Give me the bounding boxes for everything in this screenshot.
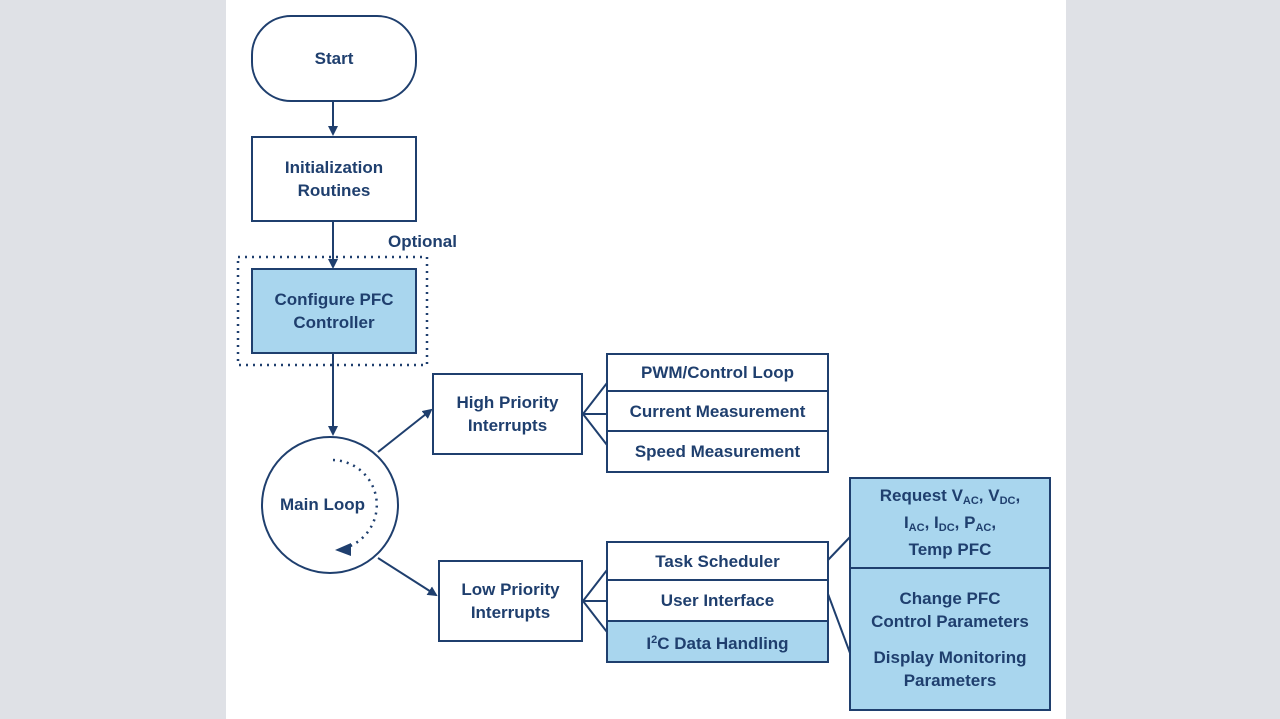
task-label: Current Measurement (629, 401, 806, 421)
link-scheduler-to-request (827, 536, 851, 561)
change-line2: Control Parameters (871, 611, 1029, 631)
optional-label: Optional (388, 232, 457, 251)
request-line1: Request VAC, VDC, (879, 486, 1021, 507)
task-scheduler: Task Scheduler (606, 541, 829, 581)
task-current-measurement: Current Measurement (606, 390, 829, 432)
ui-actions-node: Change PFC Control Parameters Display Mo… (849, 567, 1051, 711)
task-label: PWM/Control Loop (641, 363, 794, 382)
change-line1: Change PFC (899, 588, 1001, 608)
low-priority-node: Low Priority Interrupts (438, 560, 583, 642)
configure-label-line2: Controller (293, 313, 375, 332)
loop-arrowhead-icon (335, 543, 351, 556)
arrow-to-high-priority (377, 408, 433, 453)
start-node: Start (251, 15, 417, 102)
main-loop-circle (261, 436, 399, 574)
arrow-to-low-priority (377, 557, 438, 597)
init-node: Initialization Routines (251, 136, 417, 222)
main-loop-label: Main Loop (280, 495, 365, 514)
request-line2: IAC, IDC, PAC, (903, 513, 997, 534)
link-ui-to-display (827, 593, 851, 654)
high-priority-line1: High Priority (456, 393, 559, 412)
task-speed-measurement: Speed Measurement (606, 430, 829, 473)
task-i2c-data-handling: I2C Data Handling (606, 620, 829, 663)
loop-dotted-arrow (332, 458, 378, 550)
display-line2: Parameters (903, 670, 997, 690)
task-pwm-control-loop: PWM/Control Loop (606, 353, 829, 392)
low-priority-line2: Interrupts (470, 603, 551, 622)
request-measurements-node: Request VAC, VDC, IAC, IDC, PAC, Temp PF… (849, 477, 1051, 569)
init-label-line1: Initialization (284, 158, 384, 177)
configure-pfc-node: Configure PFC Controller (251, 268, 417, 354)
start-label: Start (314, 49, 354, 68)
task-label: Task Scheduler (655, 551, 780, 571)
configure-label-line1: Configure PFC (274, 290, 394, 309)
task-label: I2C Data Handling (646, 633, 789, 653)
task-label: Speed Measurement (634, 442, 801, 461)
request-line3: Temp PFC (908, 540, 992, 559)
task-user-interface: User Interface (606, 579, 829, 622)
optional-dotted-frame (236, 255, 429, 367)
init-label-line2: Routines (297, 181, 371, 200)
display-line1: Display Monitoring (873, 647, 1027, 667)
task-label: User Interface (660, 591, 775, 610)
high-priority-node: High Priority Interrupts (432, 373, 583, 455)
high-priority-line2: Interrupts (467, 416, 548, 435)
low-priority-line1: Low Priority (461, 580, 560, 599)
